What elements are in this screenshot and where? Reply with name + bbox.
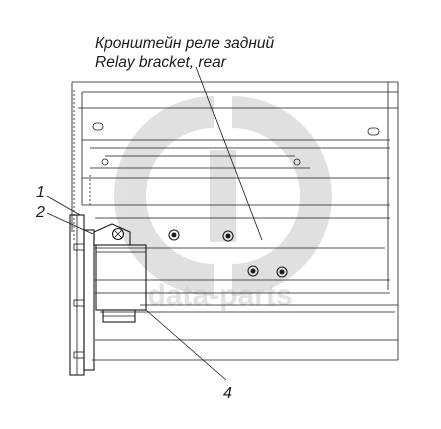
bolt-4 (276, 266, 288, 278)
callout-label-en: Relay bracket, rear (95, 54, 227, 71)
slot-hole-left (92, 122, 104, 131)
bolt-3 (247, 265, 259, 277)
watermark-text: data-parts (147, 279, 292, 312)
relay-bracket (69, 214, 131, 376)
relay (95, 244, 147, 323)
rail-hole-right (293, 158, 301, 166)
bolt-2 (222, 230, 234, 242)
bolt-1 (168, 229, 180, 241)
leader-lines (46, 66, 263, 381)
watermark-logo (114, 96, 332, 296)
part-number-4: 4 (223, 385, 232, 402)
part-number-2: 2 (35, 204, 45, 221)
part-number-1: 1 (36, 184, 45, 201)
bolts (168, 229, 288, 278)
leader-1 (46, 195, 81, 216)
leader-4 (145, 309, 227, 381)
panel-frame (71, 81, 399, 361)
leader-2 (46, 212, 94, 235)
bracket-screw (111, 227, 125, 241)
slot-hole-right (367, 127, 380, 136)
callout-label-ru: Кронштейн реле задний (95, 35, 275, 52)
rail-hole-left (101, 158, 109, 166)
callout-leader (195, 66, 263, 241)
